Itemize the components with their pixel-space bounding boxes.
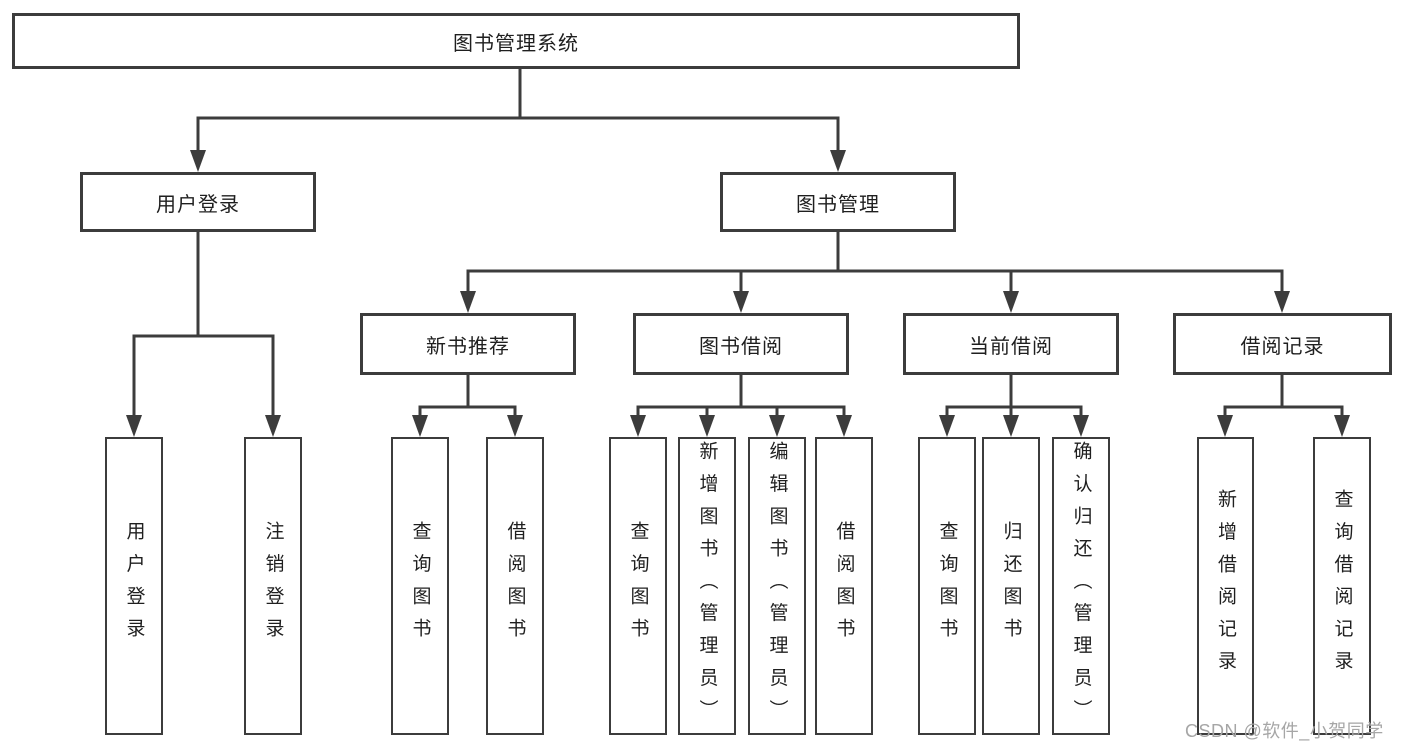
- arrowhead-icon: [769, 415, 785, 437]
- node-book-borrowing-label: 图书借阅: [699, 335, 783, 358]
- node-borrowing-records: 借阅记录: [1173, 313, 1392, 375]
- leaf-logout: 注销登录: [244, 437, 302, 735]
- leaf-borrow-query-books: 查询图书: [609, 437, 667, 735]
- leaf-recommend-borrow-books: 借阅图书: [486, 437, 544, 735]
- node-root-label: 图书管理系统: [453, 32, 579, 55]
- arrowhead-icon: [1217, 415, 1233, 437]
- leaf-recommend-query-books: 查询图书: [391, 437, 449, 735]
- arrowhead-icon: [1274, 291, 1290, 313]
- leaf-current-confirm-return-admin-label: 确认归还（管理员）: [1070, 440, 1092, 732]
- leaf-borrow-borrow-books: 借阅图书: [815, 437, 873, 735]
- leaf-records-add-record-label: 新增借阅记录: [1215, 489, 1236, 683]
- arrowhead-icon: [1003, 291, 1019, 313]
- leaf-borrow-borrow-books-label: 借阅图书: [833, 521, 855, 651]
- arrowhead-icon: [939, 415, 955, 437]
- node-user-login: 用户登录: [80, 172, 316, 232]
- arrowhead-icon: [733, 291, 749, 313]
- arrowhead-icon: [412, 415, 428, 437]
- arrowhead-icon: [1073, 415, 1089, 437]
- arrowhead-icon: [1003, 415, 1019, 437]
- leaf-borrow-add-books-admin: 新增图书（管理员）: [678, 437, 736, 735]
- node-root: 图书管理系统: [12, 13, 1020, 69]
- leaf-borrow-edit-books-admin: 编辑图书（管理员）: [748, 437, 806, 735]
- leaf-current-query-books: 查询图书: [918, 437, 976, 735]
- leaf-borrow-query-books-label: 查询图书: [627, 521, 649, 651]
- node-current-borrowing: 当前借阅: [903, 313, 1119, 375]
- arrowhead-icon: [507, 415, 523, 437]
- node-new-book-recommendation: 新书推荐: [360, 313, 576, 375]
- arrowhead-icon: [699, 415, 715, 437]
- leaf-records-query-record: 查询借阅记录: [1313, 437, 1371, 735]
- arrowhead-icon: [836, 415, 852, 437]
- arrowhead-icon: [630, 415, 646, 437]
- arrowhead-icon: [830, 150, 846, 172]
- node-book-management: 图书管理: [720, 172, 956, 232]
- leaf-user-login-label: 用户登录: [123, 521, 145, 651]
- leaf-records-query-record-label: 查询借阅记录: [1331, 489, 1353, 683]
- arrowhead-icon: [190, 150, 206, 172]
- watermark: CSDN @软件_小贺同学: [1185, 721, 1384, 741]
- leaf-recommend-borrow-books-label: 借阅图书: [504, 521, 526, 651]
- arrowhead-icon: [126, 415, 142, 437]
- node-user-login-label: 用户登录: [156, 193, 240, 216]
- leaf-current-return-books-label: 归还图书: [1000, 521, 1022, 651]
- arrowhead-icon: [265, 415, 281, 437]
- node-book-management-label: 图书管理: [796, 193, 880, 216]
- leaf-logout-label: 注销登录: [262, 521, 284, 651]
- arrowhead-icon: [460, 291, 476, 313]
- node-new-book-recommendation-label: 新书推荐: [426, 335, 510, 358]
- leaf-records-add-record: 新增借阅记录: [1197, 437, 1254, 735]
- leaf-current-confirm-return-admin: 确认归还（管理员）: [1052, 437, 1110, 735]
- leaf-current-return-books: 归还图书: [982, 437, 1040, 735]
- leaf-user-login: 用户登录: [105, 437, 163, 735]
- node-borrowing-records-label: 借阅记录: [1240, 335, 1325, 358]
- leaf-current-query-books-label: 查询图书: [936, 521, 958, 651]
- leaf-recommend-query-books-label: 查询图书: [409, 521, 431, 651]
- arrowhead-icon: [1334, 415, 1350, 437]
- node-book-borrowing: 图书借阅: [633, 313, 849, 375]
- leaf-borrow-edit-books-admin-label: 编辑图书（管理员）: [766, 440, 788, 732]
- leaf-borrow-add-books-admin-label: 新增图书（管理员）: [696, 440, 718, 732]
- node-current-borrowing-label: 当前借阅: [969, 335, 1053, 358]
